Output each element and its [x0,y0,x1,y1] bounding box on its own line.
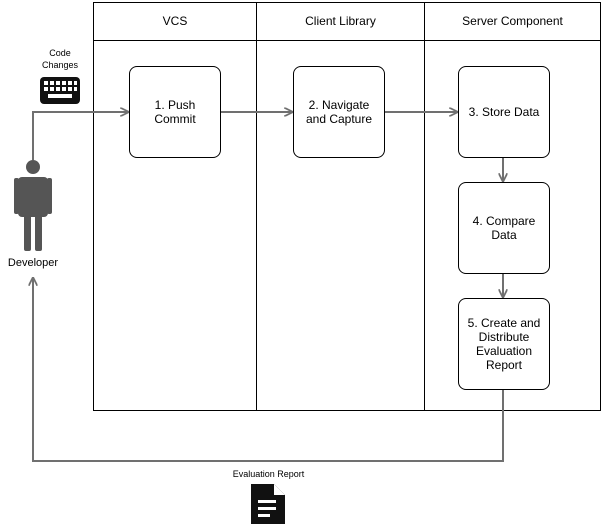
lane-title-server-component: Server Component [462,14,563,28]
step-compare-data: 4. Compare Data [458,182,550,274]
step-store-data: 3. Store Data [458,66,550,158]
step-create-distribute-report: 5. Create and Distribute Evaluation Repo… [458,298,550,390]
step-navigate-capture: 2. Navigate and Capture [293,66,385,158]
step-push-commit: 1. Push Commit [129,66,221,158]
keyboard-icon [40,77,80,104]
arrow-report-to-developer [33,278,504,462]
code-changes-label: Code Changes [41,48,79,70]
person-icon [14,160,52,251]
document-icon [251,484,285,524]
lane-title-client-library: Client Library [305,14,376,28]
lane-title-vcs: VCS [162,14,188,28]
arrow-developer-to-push [32,112,128,160]
developer-label: Developer [7,257,59,269]
evaluation-report-label: Evaluation Report [232,469,305,479]
